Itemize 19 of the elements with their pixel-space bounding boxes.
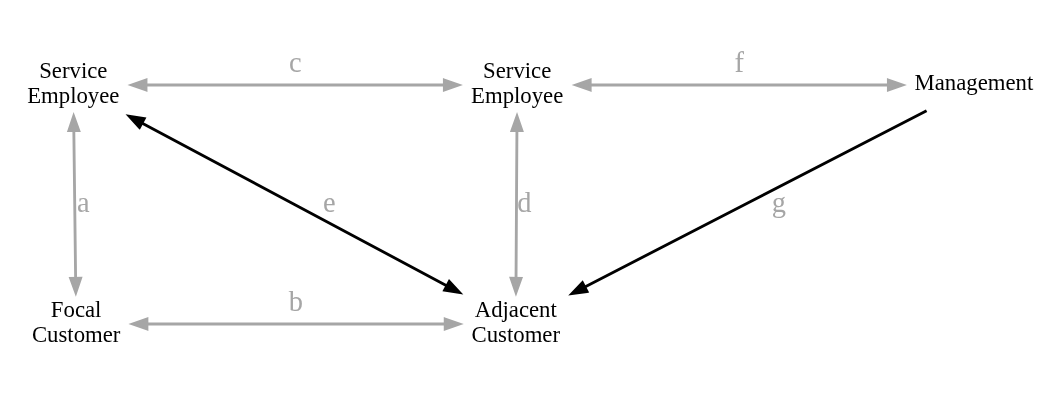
arrow — [568, 109, 928, 296]
edge-label: d — [517, 186, 532, 218]
node-text: Management — [914, 70, 1034, 96]
node-text: Adjacent Customer — [471, 296, 561, 348]
arrow — [66, 112, 83, 297]
edge-label: b — [288, 286, 304, 318]
arrow — [509, 112, 524, 297]
node-text: Service Employee — [27, 57, 120, 109]
arrow — [125, 114, 464, 295]
edge-label: c — [288, 47, 302, 79]
edge-label: e — [323, 186, 336, 218]
edge-label: f — [734, 47, 744, 79]
edge-label: g — [771, 186, 787, 218]
arrow — [127, 78, 463, 92]
arrow — [128, 317, 464, 331]
edge-label: a — [76, 186, 90, 218]
node-text: Focal Customer — [31, 296, 121, 348]
arrow — [571, 78, 907, 92]
node-text: Service Employee — [471, 57, 564, 109]
